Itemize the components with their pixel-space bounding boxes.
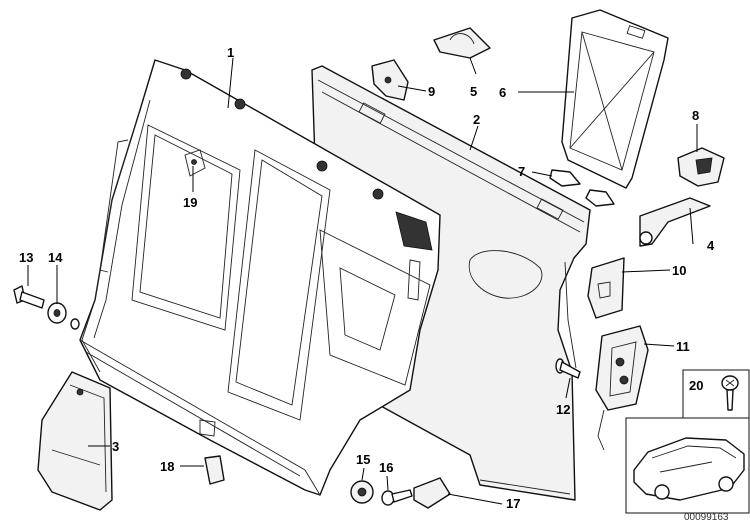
callout-7: 7 [518, 164, 525, 179]
part-8-cap[interactable] [677, 147, 725, 187]
callout-18: 18 [160, 459, 174, 474]
callout-17: 17 [506, 496, 520, 511]
callout-12: 12 [556, 402, 570, 417]
part-7-clips[interactable] [549, 169, 615, 207]
part-11-lock[interactable] [595, 325, 649, 451]
part-3-side-cover[interactable] [37, 371, 113, 511]
part-16-screw[interactable] [381, 489, 413, 506]
part-4-lever[interactable] [639, 197, 711, 247]
callout-14: 14 [48, 250, 63, 265]
callout-13: 13 [19, 250, 33, 265]
callout-5: 5 [470, 84, 477, 99]
part-20-screw[interactable] [721, 375, 739, 411]
part-15-nut[interactable] [350, 480, 374, 504]
callout-4: 4 [707, 238, 715, 253]
callout-2: 2 [473, 112, 480, 127]
callout-11: 11 [676, 339, 690, 354]
callout-3: 3 [112, 439, 119, 454]
part-6-frame-panel[interactable] [561, 9, 669, 189]
car-thumbnail [633, 437, 745, 501]
callout-10: 10 [672, 263, 686, 278]
callout-8: 8 [692, 108, 699, 123]
callout-6: 6 [499, 85, 506, 100]
callout-1: 1 [227, 45, 234, 60]
part-9-bracket[interactable] [371, 59, 409, 101]
part-17-trim-cap[interactable] [413, 477, 451, 509]
part-14-washer[interactable] [47, 302, 80, 330]
callout-labels: 1 2 3 4 5 6 7 8 9 10 11 12 13 14 15 16 1… [19, 45, 715, 511]
part-5-clip[interactable] [433, 27, 491, 59]
part-1-backrest-frame[interactable] [79, 59, 441, 496]
callout-15: 15 [356, 452, 370, 467]
part-13-bolt[interactable] [13, 285, 45, 309]
image-number: 00099163 [684, 512, 729, 523]
part-18-clip[interactable] [204, 455, 225, 485]
callout-19: 19 [183, 195, 197, 210]
callout-16: 16 [379, 460, 393, 475]
part-10-cover-plate[interactable] [587, 257, 625, 319]
callout-9: 9 [428, 84, 435, 99]
callout-20: 20 [689, 378, 703, 393]
leader-lines [27, 57, 698, 505]
part-12-screw[interactable] [555, 358, 581, 379]
